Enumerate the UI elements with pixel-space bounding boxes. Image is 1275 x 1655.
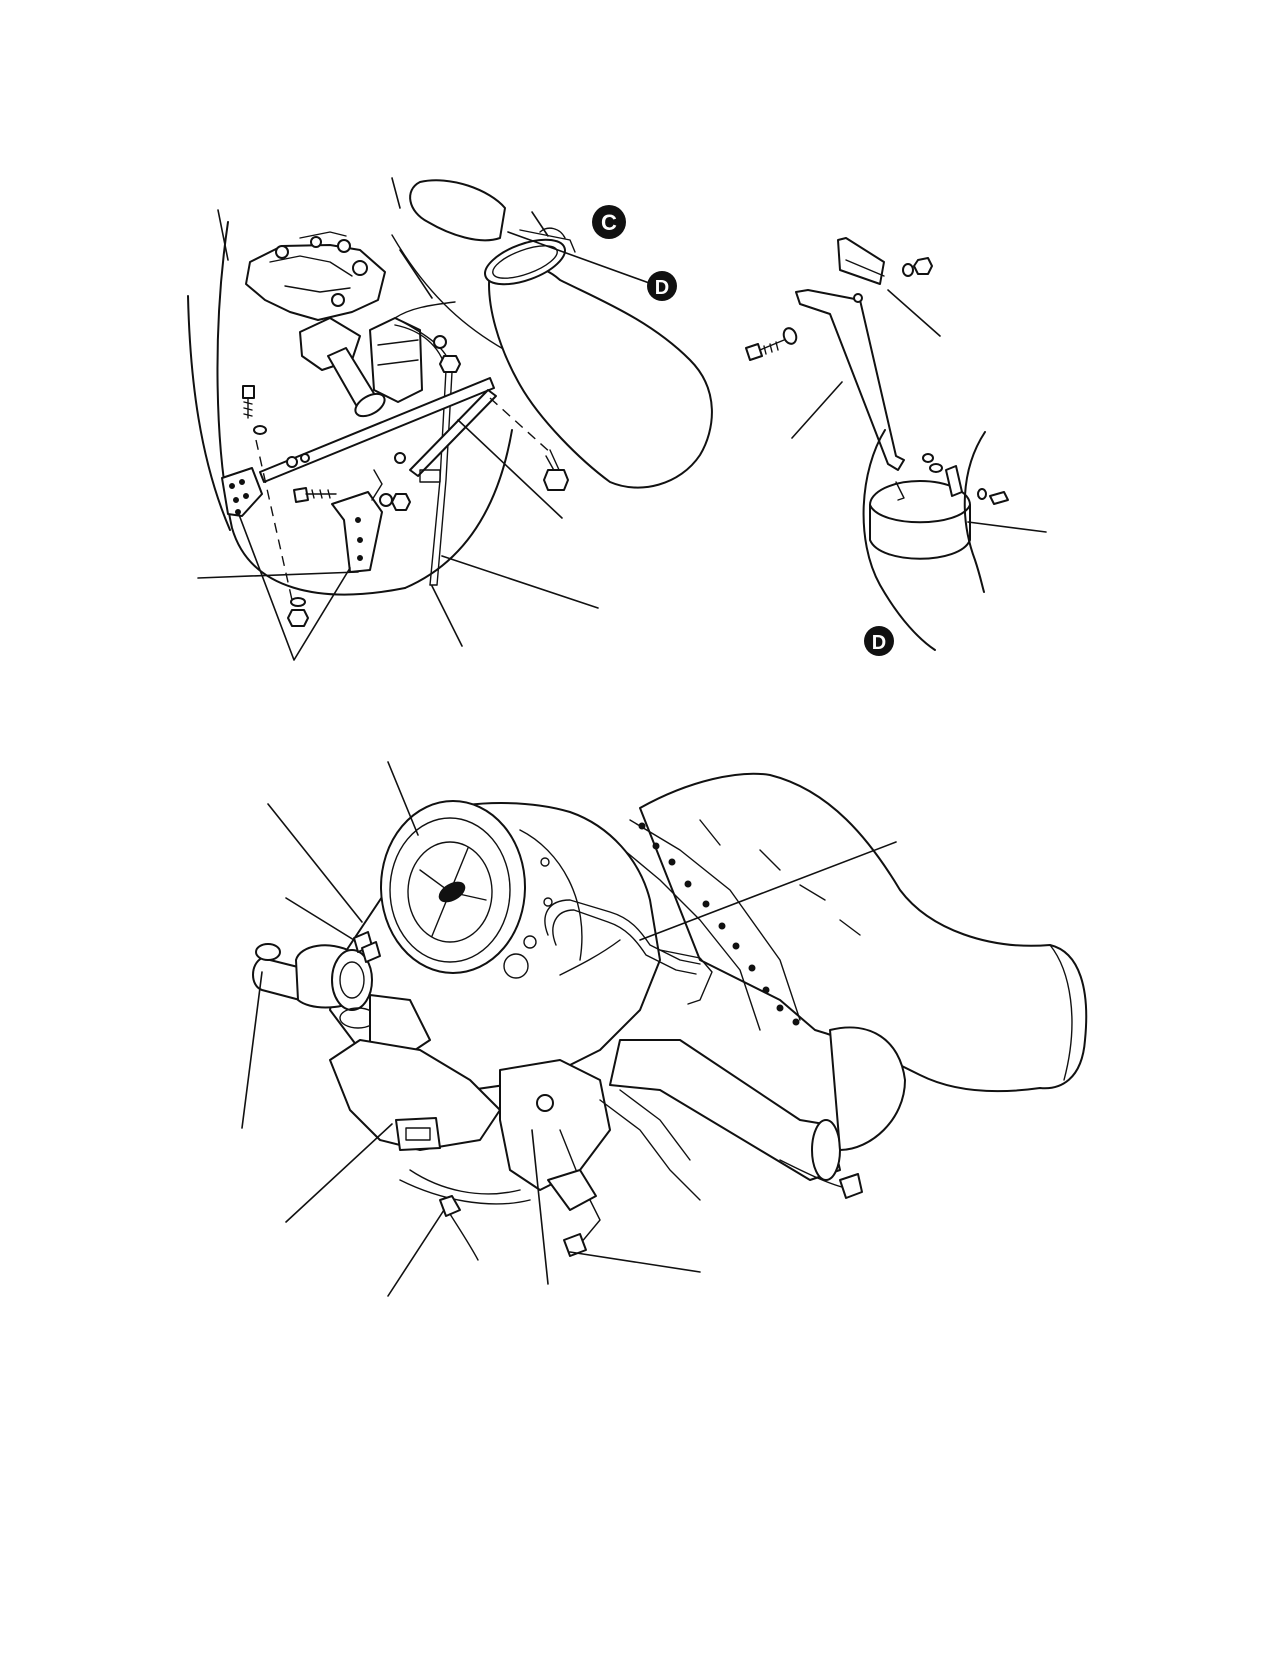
accessory-housing bbox=[499, 1059, 611, 1191]
leader-fitting-a bbox=[267, 803, 363, 923]
svg-text:D: D bbox=[872, 632, 886, 654]
leader-output-shaft bbox=[241, 971, 263, 1129]
hardware-left bbox=[242, 385, 309, 627]
leader-bracket-top bbox=[887, 289, 941, 337]
leader-clamp-band bbox=[967, 521, 1047, 533]
leader-rod bbox=[457, 419, 563, 519]
accessory-gearbox bbox=[329, 1039, 501, 1151]
detail-marker-d-upper: D bbox=[647, 271, 677, 301]
fuel-control-assembly bbox=[245, 231, 423, 418]
leader-fuel-line bbox=[431, 585, 463, 647]
tube-b bbox=[552, 909, 697, 975]
leader-linkage bbox=[569, 1251, 701, 1273]
leader-gearbox bbox=[285, 1123, 393, 1223]
throttle-arm-bracket bbox=[331, 491, 383, 573]
svg-text:D: D bbox=[655, 277, 669, 299]
leader-bolts bbox=[237, 511, 351, 661]
nameplate bbox=[395, 1117, 441, 1151]
duct-outline-left bbox=[862, 429, 936, 651]
engine-case-inner-outline bbox=[187, 295, 231, 531]
leader-bracket bbox=[197, 571, 359, 579]
svg-text:C: C bbox=[601, 210, 617, 235]
engine-case-outline bbox=[216, 221, 406, 596]
detail-d-view: D bbox=[745, 237, 1047, 656]
leader-fitting-b bbox=[285, 897, 355, 941]
exhaust-pipe bbox=[609, 1039, 841, 1181]
detail-marker-d-lower: D bbox=[864, 626, 894, 656]
duct-outline-right bbox=[963, 431, 986, 593]
detail-marker-c: C bbox=[592, 205, 626, 239]
upper-case-edge bbox=[391, 234, 506, 351]
engine-case-lower-edge bbox=[404, 429, 513, 589]
leader-accessory bbox=[531, 1129, 549, 1285]
duct-flange-bolts bbox=[611, 819, 801, 1031]
control-rod-long bbox=[259, 377, 495, 483]
tube-a bbox=[544, 899, 701, 965]
leader-strap bbox=[791, 381, 843, 439]
detail-c-view: C D bbox=[187, 177, 713, 661]
engine-overall-view bbox=[241, 761, 1088, 1297]
leader-connector bbox=[387, 1209, 445, 1297]
hardware-right bbox=[433, 335, 569, 491]
leader-duct bbox=[391, 177, 401, 209]
air-inlet-duct bbox=[409, 179, 713, 489]
bellcrank-lever bbox=[221, 467, 263, 517]
linkage-bracket-lower bbox=[547, 1169, 597, 1211]
support-strap bbox=[795, 289, 905, 471]
support-bracket-top bbox=[837, 237, 885, 285]
leader-tube bbox=[441, 555, 599, 609]
hardware-center bbox=[293, 487, 411, 511]
leader-clamp bbox=[531, 211, 549, 237]
control-rod-short bbox=[409, 389, 497, 477]
duct-clamp-c bbox=[484, 238, 566, 286]
leader-hose bbox=[399, 249, 433, 299]
leader-fuel-control bbox=[217, 209, 229, 261]
leader-compressor bbox=[387, 761, 419, 836]
fuel-line-upper bbox=[394, 301, 456, 319]
exhaust-duct bbox=[639, 772, 1088, 1093]
leader-tubing bbox=[639, 841, 897, 941]
leader-to-d bbox=[507, 231, 653, 285]
